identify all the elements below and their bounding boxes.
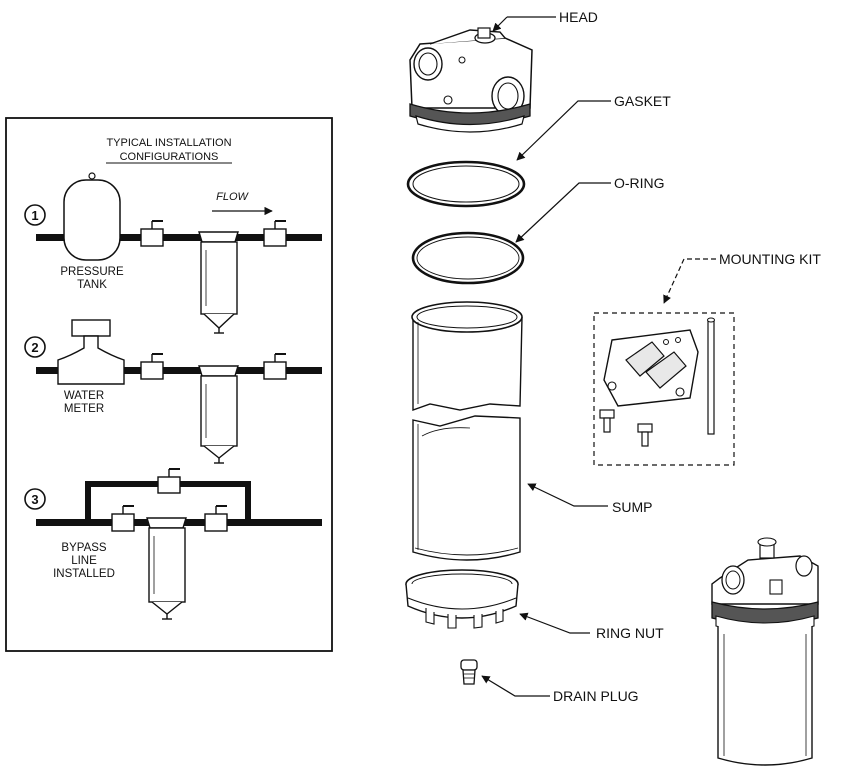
filter-housing-icon [198,365,239,464]
mounting-kit-part [593,312,735,466]
valve-icon [157,476,181,494]
valve-icon [140,228,164,247]
drain-plug-part [460,659,478,685]
sump-part [411,301,523,561]
mounting-kit-leader [663,258,716,304]
o-ring-label: O-RING [614,175,665,191]
gasket-part [406,160,526,208]
config-1-label-line2: TANK [77,279,107,291]
mounting-kit-label: MOUNTING KIT [719,251,821,267]
o-ring-part [411,231,525,285]
gasket-label: GASKET [614,93,671,109]
config-1-badge [24,204,46,226]
config-1-number: 1 [31,208,38,223]
config-2-water-meter: 2 WATER METER [24,319,322,464]
config-3-label-line3: INSTALLED [53,568,115,580]
head-part [409,27,533,133]
valve-icon [111,513,135,532]
sump-leader [527,483,608,507]
config-1-pressure-tank: 1 PRESSURE TANK [24,172,322,334]
drain-plug-leader [481,675,550,697]
sump-label: SUMP [612,499,652,515]
ring-nut-leader [519,612,590,634]
drain-plug-label: DRAIN PLUG [553,688,639,704]
ring-nut-part [405,569,519,629]
ring-nut-label: RING NUT [596,625,664,641]
gasket-leader [516,100,611,161]
config-3-number: 3 [31,492,38,507]
config-3-label-line1: BYPASS [61,542,106,554]
installation-panel: TYPICAL INSTALLATION CONFIGURATIONS FLOW… [5,117,333,652]
config-1-pipe [36,234,322,241]
config-2-badge [24,336,46,358]
valve-icon [140,361,164,380]
installation-subtitle: CONFIGURATIONS [120,151,219,163]
valve-icon [263,228,287,247]
config-3-badge [24,488,46,510]
config-3-label-line2: LINE [71,555,97,567]
valve-icon [263,361,287,380]
pressure-tank-icon [63,179,121,261]
head-label: HEAD [559,9,598,25]
config-2-label-line1: WATER [64,390,104,402]
filter-housing-icon [198,231,239,334]
assembled-filter [711,537,819,766]
o-ring-leader [515,182,611,243]
config-2-pipe [36,367,322,374]
config-2-label-line2: METER [64,403,104,415]
config-3-bypass: 3 BYPASS LINE [24,468,322,620]
filter-housing-icon [146,517,187,620]
config-1-label-line1: PRESSURE [60,266,124,278]
flow-label: FLOW [216,191,249,203]
water-meter-icon [57,319,125,385]
config-2-number: 2 [31,340,38,355]
valve-icon [204,513,228,532]
installation-title: TYPICAL INSTALLATION [106,137,231,149]
